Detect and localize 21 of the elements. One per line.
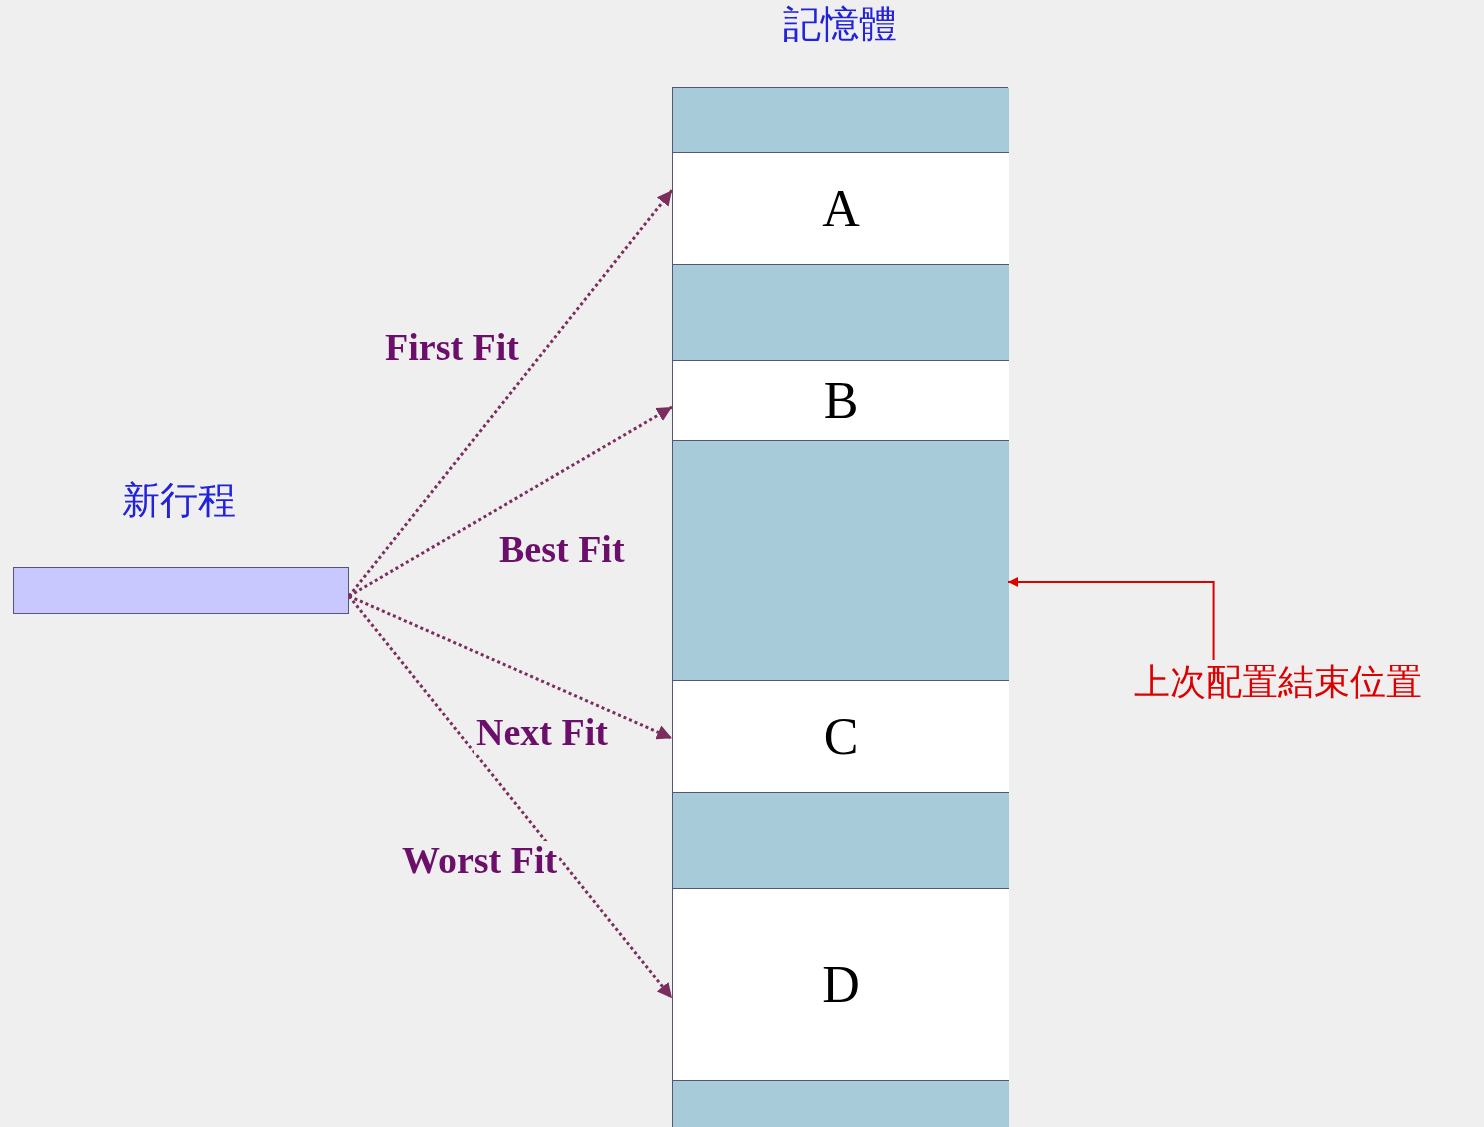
allocated-memory-block <box>673 152 1009 264</box>
arrow <box>1007 577 1215 661</box>
allocated-memory-block <box>673 680 1009 792</box>
memory-title: 記憶體 <box>783 4 897 46</box>
block-label: A <box>822 182 860 235</box>
allocated-memory-block <box>673 360 1009 440</box>
block-label: C <box>823 710 859 763</box>
dotted-arrow <box>348 405 673 598</box>
block-label: D <box>822 958 860 1011</box>
allocated-memory-block <box>673 888 1009 1080</box>
free-memory-block <box>673 264 1009 360</box>
note-text: 上次配置結束位置 <box>1134 660 1480 710</box>
block-label: B <box>823 374 859 427</box>
free-memory-block <box>673 88 1009 152</box>
dotted-arrow <box>347 189 674 598</box>
free-memory-block <box>673 792 1009 888</box>
free-memory-block <box>673 440 1009 680</box>
dotted-arrow <box>347 595 674 1000</box>
process-title: 新行程 <box>122 480 236 522</box>
free-memory-block <box>673 1080 1009 1127</box>
dotted-arrow <box>348 594 673 740</box>
